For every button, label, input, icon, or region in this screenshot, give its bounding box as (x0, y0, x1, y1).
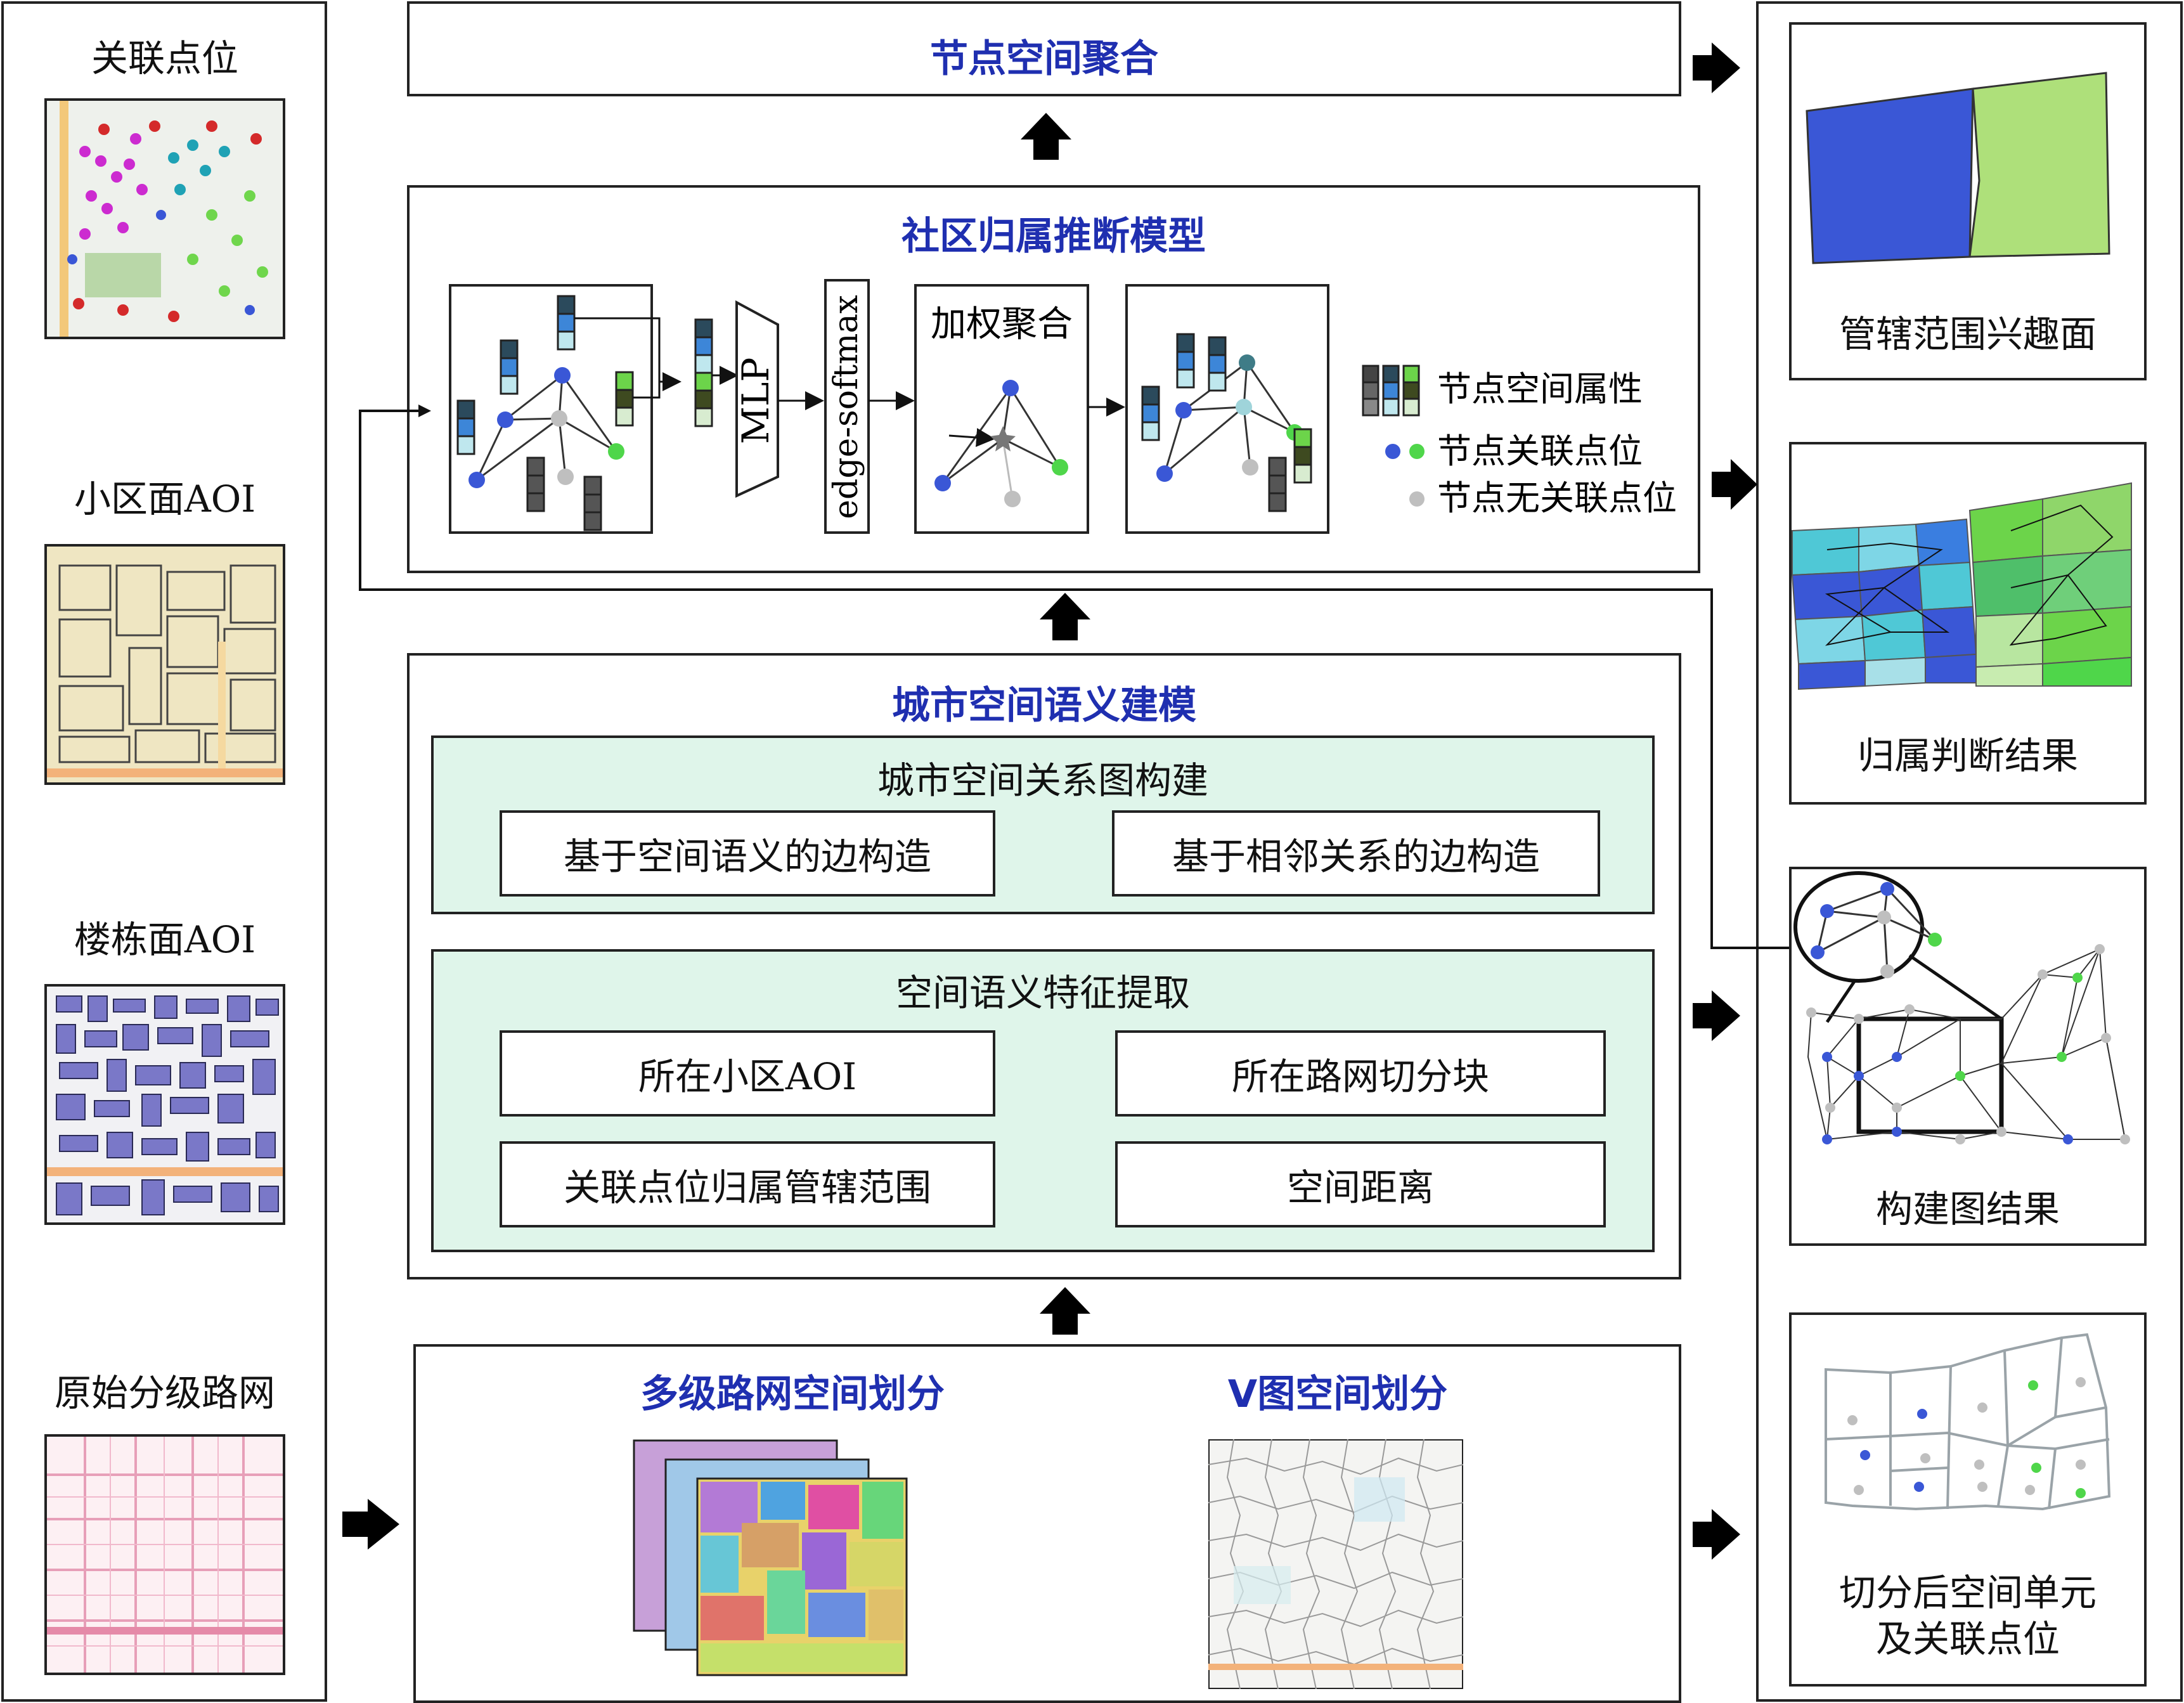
weighted-agg-label: 加权聚合 (931, 304, 1073, 345)
semantic-modeling-title: 城市空间语义建模 (892, 683, 1196, 728)
legend-linked-label: 节点关联点位 (1437, 431, 1643, 471)
mlp-label: MLP (734, 358, 777, 444)
thumb-building-aoi-map (44, 984, 285, 1225)
weighted-agg-panel (914, 284, 1089, 534)
community-model-title: 社区归属推断模型 (901, 214, 1206, 259)
result-cells-card (1789, 1312, 2147, 1687)
graph-node (551, 410, 567, 427)
road-partition-image (633, 1439, 908, 1676)
graph-node (468, 472, 485, 488)
feature-community-aoi: 所在小区AOI (500, 1030, 995, 1117)
edge-semantic-box: 基于空间语义的边构造 (500, 810, 995, 897)
result-graph-label: 构建图结果 (1875, 1188, 2060, 1231)
legend-attribute-swatch (1362, 365, 1420, 417)
graph-node (608, 443, 624, 460)
result-cells-label-2: 及关联点位 (1875, 1617, 2060, 1661)
thumb-points-map (44, 98, 285, 339)
edge-softmax-block (824, 279, 870, 534)
road-network-image (47, 1437, 283, 1673)
edge-adjacency-box: 基于相邻关系的边构造 (1112, 810, 1600, 897)
graph-node (554, 367, 571, 384)
graph-build-result (1793, 871, 2130, 1144)
edge-softmax-label: edge-softmax (827, 295, 865, 519)
cells-result-map (1825, 1333, 2111, 1511)
thumb-road-network-map (44, 1434, 285, 1675)
node-aggregation-box: 节点空间聚合 (407, 1, 1681, 96)
thumb-community-aoi-map (44, 544, 285, 785)
legend-attribute-label: 节点空间属性 (1437, 369, 1643, 409)
feature-road-block: 所在路网切分块 (1115, 1030, 1606, 1117)
result-jurisdiction-label: 管辖范围兴趣面 (1838, 313, 2097, 356)
up-arrows (1021, 113, 1090, 1335)
graph-node (557, 469, 574, 485)
legend-unlinked-label: 节点无关联点位 (1437, 478, 1677, 518)
feature-extract-title: 空间语义特征提取 (895, 971, 1190, 1014)
partition-voronoi-title: V图空间划分 (1227, 1372, 1448, 1416)
result-cells-label: 切分后空间单元 (1838, 1571, 2097, 1614)
left-label-building-aoi: 楼栋面AOI (74, 918, 256, 961)
jurisdiction-polygons (1806, 72, 2110, 264)
voronoi-partition-image (1208, 1439, 1463, 1689)
points-map-image (47, 101, 283, 337)
left-label-community-aoi: 小区面AOI (74, 477, 256, 521)
node-aggregation-title: 节点空间聚合 (930, 37, 1158, 81)
partition-box (413, 1344, 1681, 1703)
partition-road-title: 多级路网空间划分 (640, 1372, 945, 1416)
model-pipeline-graphic: MLP edge-softmax 加权聚合 节点空间属性 节点关联点位 节点无关… (449, 279, 1677, 534)
left-label-road-network: 原始分级路网 (54, 1371, 275, 1415)
output-graph-panel (1125, 284, 1329, 534)
left-label-points: 关联点位 (91, 37, 238, 80)
aggregation-star (990, 426, 1016, 451)
assignment-result-map (1791, 482, 2132, 690)
feature-jurisdiction: 关联点位归属管辖范围 (500, 1141, 995, 1227)
graph-node (497, 411, 514, 428)
graph-build-title: 城市空间关系图构建 (877, 759, 1208, 802)
result-assignment-label: 归属判断结果 (1857, 734, 2078, 777)
feature-distance: 空间距离 (1115, 1141, 1606, 1227)
building-aoi-image (47, 987, 283, 1222)
community-aoi-image (47, 547, 283, 782)
mlp-block (735, 300, 779, 498)
right-arrows (342, 42, 1757, 1560)
